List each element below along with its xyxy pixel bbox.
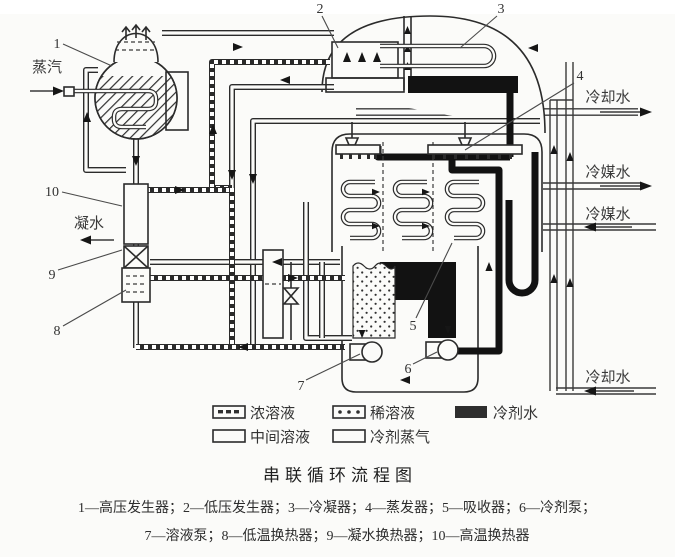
callout-8: 8: [54, 324, 61, 339]
valve-icon: [282, 287, 300, 298]
pipes-solution: [136, 59, 345, 350]
legend-label-refrigerant-vapor: 冷剂蒸气: [370, 429, 430, 446]
heat-exchangers: [121, 183, 151, 303]
legend-swatch-refrigerant-water: [455, 406, 487, 418]
callout-5: 5: [410, 319, 417, 334]
evaporator-internals: [335, 122, 523, 254]
evaporator-coils: [340, 179, 486, 241]
legend: 浓溶液 稀溶液 冷剂水 中间溶液 冷剂蒸气: [212, 405, 538, 446]
hp-generator: [63, 23, 189, 140]
diagram-title: 串联循环流程图: [263, 466, 417, 485]
callout-10: 10: [45, 185, 59, 200]
condensate-exchanger: [123, 245, 149, 269]
callout-9: 9: [49, 268, 56, 283]
solution-pump: [349, 341, 383, 363]
top-margin: [0, 0, 675, 14]
cooling-water-in-label: 冷却水: [585, 369, 630, 386]
callout-1: 1: [54, 37, 61, 52]
caption-line-1: 1—高压发生器；2—低压发生器；3—冷凝器；4—蒸发器；5—吸收器；6—冷剂泵；: [78, 499, 596, 516]
callout-6: 6: [405, 362, 412, 377]
vapor-arrows: [121, 23, 151, 40]
callouts: 1 2 3 4 5 6 7 8 9 10: [45, 2, 584, 394]
flow-arrows: [83, 43, 574, 351]
dilute-solution-pool: [352, 262, 396, 339]
legend-swatch-intermediate: [212, 429, 246, 443]
absorber-black-region: [380, 262, 456, 338]
io-labels: 蒸汽 凝水 冷却水 冷媒水 冷媒水 冷却水: [30, 59, 652, 396]
refrigerant-pump: [425, 339, 459, 361]
cooling-water-out-label: 冷却水: [585, 89, 630, 106]
condenser-coil: [380, 43, 497, 69]
steam-in-label: 蒸汽: [32, 59, 62, 76]
callout-4: 4: [577, 69, 584, 84]
chilled-water-in-label: 冷媒水: [585, 206, 630, 223]
legend-label-refrigerant-water: 冷剂水: [493, 405, 538, 422]
callout-3: 3: [498, 2, 505, 17]
evaporator-vessel: [331, 133, 543, 252]
legend-label-concentrated: 浓溶液: [250, 405, 295, 422]
low-temp-exchanger: [121, 267, 151, 303]
solution-vessel: [262, 249, 300, 340]
legend-swatch-refrigerant-vapor: [332, 429, 366, 443]
callout-7: 7: [298, 379, 305, 394]
callout-2: 2: [317, 2, 324, 17]
caption-line-2: 7—溶液泵；8—低温换热器；9—凝水换热器；10—高温换热器: [145, 527, 530, 544]
condensate-out-label: 凝水: [74, 215, 104, 232]
absorber-internals: [349, 262, 459, 384]
high-temp-exchanger: [123, 183, 149, 245]
chilled-water-out-label: 冷媒水: [585, 164, 630, 181]
legend-label-dilute: 稀溶液: [370, 405, 415, 422]
legend-label-intermediate: 中间溶液: [250, 429, 310, 446]
